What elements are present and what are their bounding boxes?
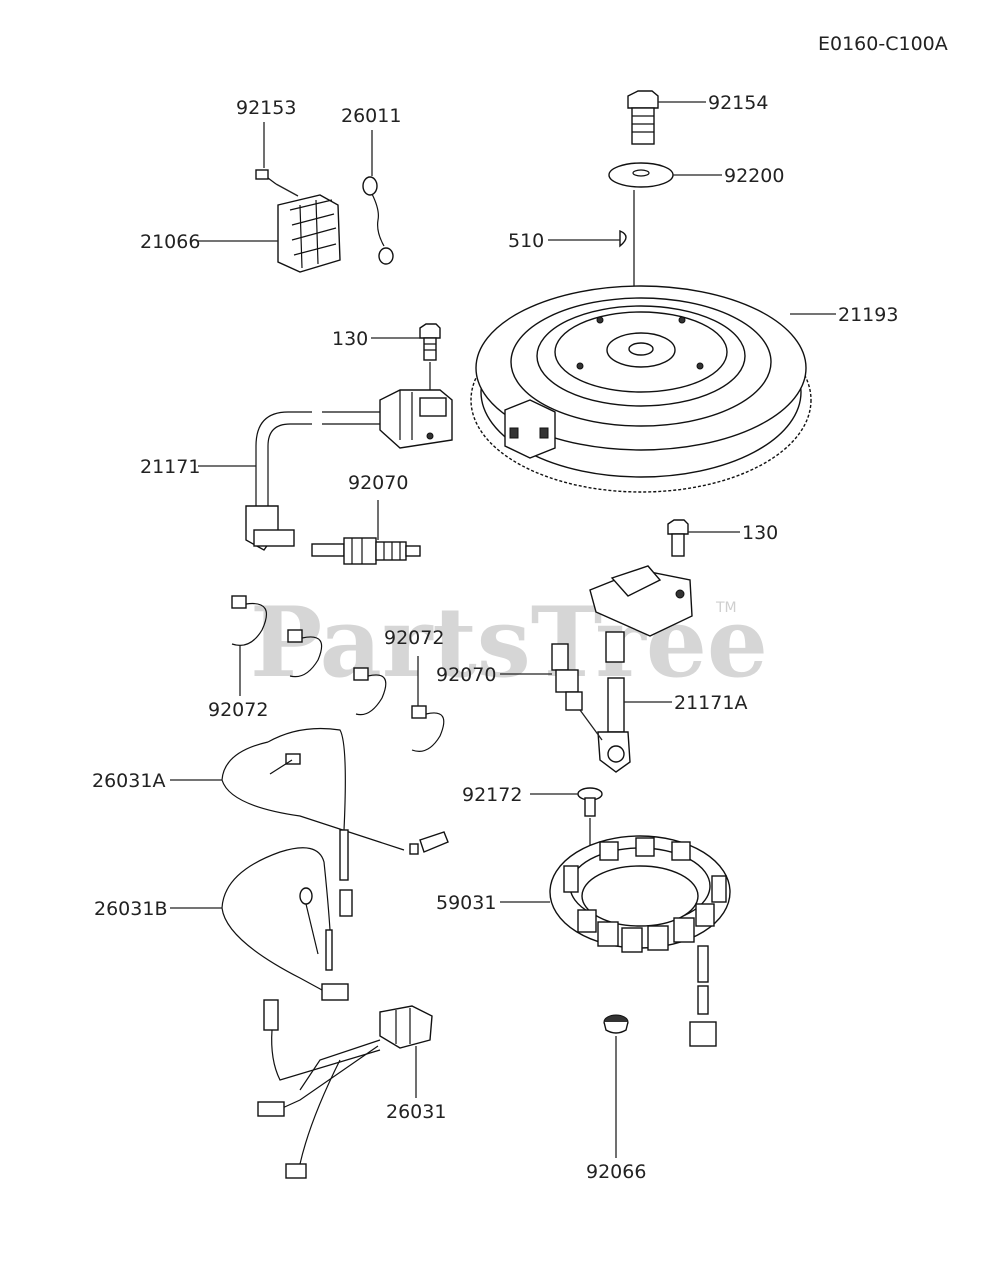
label-59031[interactable]: 59031: [436, 892, 496, 914]
assembly-line-plug-right: [579, 709, 603, 741]
label-92072-left[interactable]: 92072: [208, 699, 268, 721]
clamp-92072-c[interactable]: [353, 667, 387, 716]
harness-26031B[interactable]: [221, 847, 349, 1001]
screw-92172[interactable]: [577, 787, 603, 817]
plug-92066[interactable]: [603, 1014, 629, 1034]
ignition-coil-21171[interactable]: [245, 389, 453, 551]
label-26011[interactable]: 26011: [341, 105, 401, 127]
lead-wire-26011[interactable]: [362, 176, 394, 265]
label-26031[interactable]: 26031: [386, 1101, 446, 1123]
clamp-92072-b[interactable]: [287, 629, 323, 678]
ignition-coil-21171A[interactable]: [589, 565, 693, 773]
regulator-21066[interactable]: [277, 194, 341, 273]
harness-26031A[interactable]: [221, 727, 449, 917]
label-510[interactable]: 510: [508, 230, 544, 252]
label-21193[interactable]: 21193: [838, 304, 898, 326]
label-130-top[interactable]: 130: [332, 328, 368, 350]
label-92200[interactable]: 92200: [724, 165, 784, 187]
bolt-130-top[interactable]: [419, 323, 441, 361]
bolt-92154[interactable]: [627, 90, 659, 145]
spark-plug-92070-right[interactable]: [551, 643, 583, 711]
label-92066[interactable]: 92066: [586, 1161, 646, 1183]
label-26031A[interactable]: 26031A: [92, 770, 165, 792]
washer-92200[interactable]: [608, 162, 674, 188]
label-92153[interactable]: 92153: [236, 97, 296, 119]
bolt-130-right[interactable]: [667, 519, 689, 557]
label-21066[interactable]: 21066: [140, 231, 200, 253]
stator-59031[interactable]: [549, 835, 731, 1047]
label-92070-left[interactable]: 92070: [348, 472, 408, 494]
leader-92153-b: [275, 183, 299, 197]
diagram-code: E0160-C100A: [818, 33, 948, 55]
label-21171[interactable]: 21171: [140, 456, 200, 478]
key-510[interactable]: [619, 229, 627, 248]
label-92072-mid[interactable]: 92072: [384, 627, 444, 649]
label-26031B[interactable]: 26031B: [94, 898, 167, 920]
label-130-right[interactable]: 130: [742, 522, 778, 544]
clamp-92072-a[interactable]: [231, 595, 267, 646]
flywheel-21193[interactable]: [470, 285, 812, 493]
harness-26031[interactable]: [257, 999, 433, 1179]
spark-plug-92070-left[interactable]: [311, 537, 421, 565]
screw-92153[interactable]: [255, 169, 277, 185]
label-21171A[interactable]: 21171A: [674, 692, 747, 714]
watermark-trademark: TM: [715, 600, 737, 616]
label-92154[interactable]: 92154: [708, 92, 768, 114]
clamp-92072-d[interactable]: [411, 705, 445, 752]
label-92070-right[interactable]: 92070: [436, 664, 496, 686]
label-92172[interactable]: 92172: [462, 784, 522, 806]
